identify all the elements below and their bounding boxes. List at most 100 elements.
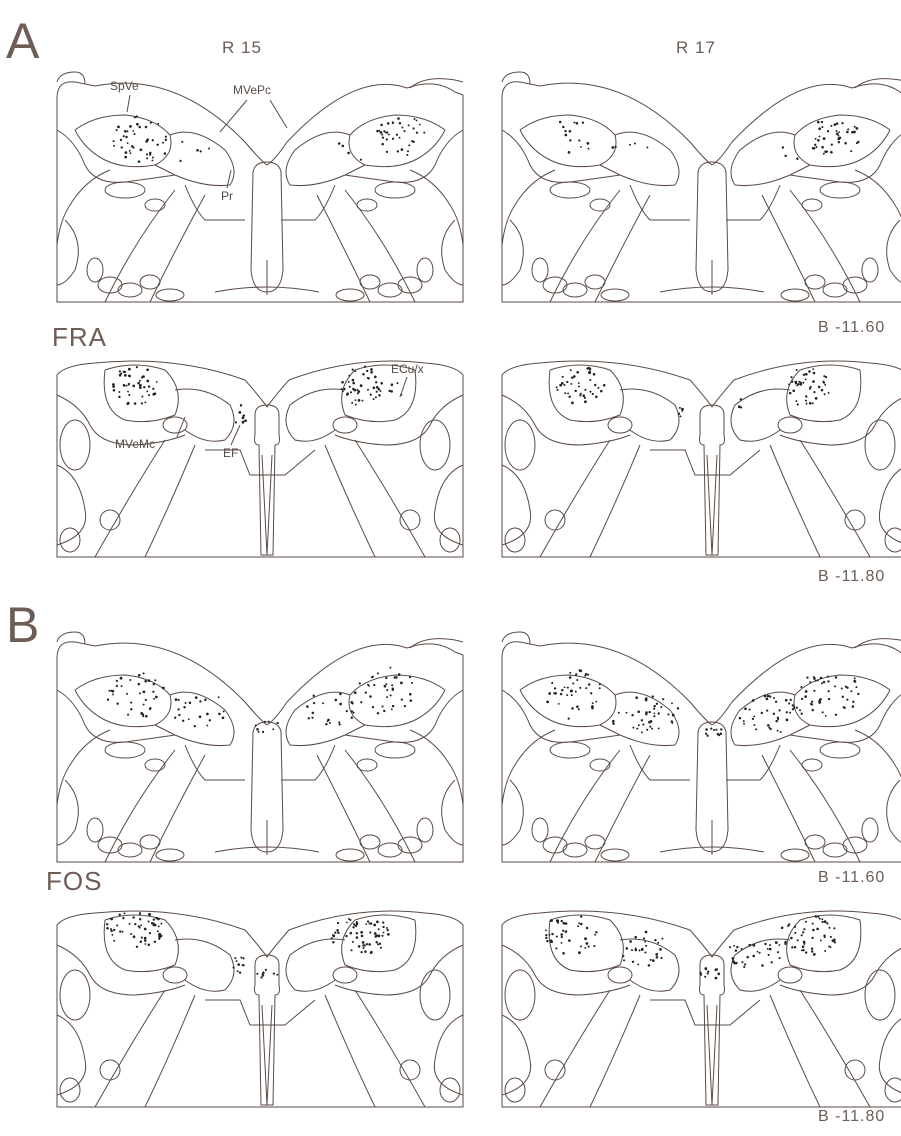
vestibular-nucleus-left [520, 115, 616, 167]
labeled-cell-dot [196, 149, 199, 152]
labeled-cell-dot [375, 396, 377, 398]
labeled-cell-dot [594, 384, 596, 386]
labeled-cell-dot [756, 951, 758, 953]
tract-right-a [800, 990, 870, 1107]
labeled-cell-dot [132, 916, 134, 918]
boundary-right-1 [345, 690, 463, 742]
labeled-cell-dot [677, 707, 679, 709]
labeled-cell-dot [813, 676, 815, 678]
labeled-cell-dot [826, 922, 828, 924]
labeled-cell-dot [656, 703, 658, 705]
labeled-cell-dot [658, 712, 660, 714]
labeled-cell-dot [595, 701, 597, 703]
labeled-cell-dot [580, 146, 582, 148]
labeled-cell-dot [777, 730, 779, 732]
labeled-cell-dot [345, 935, 347, 937]
labeled-cell-dot [560, 933, 563, 936]
labeled-cell-dot [796, 707, 798, 709]
labeled-cell-dot [152, 393, 155, 396]
labeled-cell-dot [273, 972, 275, 974]
labeled-cell-dot [782, 146, 784, 148]
labeled-cell-dot [671, 722, 673, 724]
medial-nucleus-left [600, 132, 679, 185]
labeled-cell-dot [795, 400, 797, 402]
labeled-cell-dot [358, 945, 361, 948]
labeled-cell-dot [372, 676, 374, 678]
section-drawing [55, 630, 465, 865]
labeled-cell-dot [347, 152, 350, 155]
labeled-cell-dot [786, 711, 788, 713]
labeled-cell-dot [128, 375, 130, 377]
labeled-cell-dot [110, 928, 112, 930]
labeled-cell-dot [780, 731, 782, 733]
labeled-cell-dot [127, 714, 129, 716]
labeled-cell-dot [160, 923, 162, 925]
labeled-cell-dot [121, 146, 123, 148]
labeled-cell-dot [808, 370, 811, 373]
labeled-cell-dot [803, 374, 805, 376]
medial-nucleus-right [286, 939, 345, 991]
labeled-cell-dot [559, 384, 562, 387]
labeled-cell-dot [820, 939, 822, 941]
labeled-cell-dot [120, 139, 122, 141]
labeled-cell-dot [773, 697, 775, 699]
labeled-cell-dot [660, 957, 662, 959]
labeled-cell-dot [368, 685, 370, 687]
column-heading-r17: R 17 [676, 38, 716, 58]
labeled-cell-dot [792, 708, 794, 710]
labeled-cell-dot [812, 929, 815, 932]
labeled-cell-dot [354, 370, 356, 372]
labeled-cell-dot [661, 938, 663, 940]
labeled-cell-dot [414, 118, 416, 120]
labeled-cell-dot [847, 128, 849, 130]
midline-inner [262, 455, 272, 555]
labeled-cell-dot [255, 724, 257, 726]
labeled-cell-dot [153, 683, 155, 685]
labeled-cell-dot [356, 936, 359, 939]
labeled-cell-dot [355, 925, 357, 927]
section-a-r15-top: SpVe MVePc Pr [55, 70, 465, 305]
labeled-cell-dot [582, 122, 584, 124]
labeled-cell-dot [369, 695, 372, 698]
labeled-cell-dot [805, 373, 808, 376]
labeled-cell-dot [204, 698, 207, 701]
labeled-cell-dot [383, 710, 385, 712]
section-drawing [500, 895, 901, 1110]
oval-right-1 [375, 182, 415, 198]
labeled-cell-dot [122, 931, 124, 933]
labeled-cell-dot [112, 385, 115, 388]
labeled-cell-dot [644, 941, 646, 943]
labeled-cell-dot [357, 392, 359, 394]
medial-nucleus-right [286, 132, 365, 185]
tract-right-b [762, 195, 815, 302]
section-drawing: ECu/x MVeMc EF [55, 345, 465, 560]
labeled-cell-dot [812, 402, 814, 404]
vestibular-nucleus-left [104, 365, 178, 422]
labeled-cell-dot [130, 708, 132, 710]
labeled-cell-dot [672, 714, 675, 717]
labeled-cell-dot [380, 131, 383, 134]
tract-right-a [355, 990, 425, 1107]
labeled-cell-dot [729, 946, 731, 948]
labeled-cell-dot [590, 692, 592, 694]
labeled-cell-dot [348, 375, 350, 377]
labeled-cell-dot [805, 400, 807, 402]
labeled-cell-dot [265, 969, 267, 971]
labeled-cell-dot [124, 374, 127, 377]
labeled-cell-dot [391, 383, 394, 386]
labeled-cell-dot [152, 691, 154, 693]
labeled-cell-dot [825, 376, 827, 378]
labeled-cell-dot [146, 380, 149, 383]
labeled-cell-dot [311, 717, 313, 719]
labeled-cell-dot [362, 373, 365, 376]
tract-right-b [770, 445, 820, 557]
labeled-cell-dot [146, 390, 148, 392]
section-b-r15-bottom [55, 895, 465, 1110]
labeled-cell-dot [618, 712, 620, 714]
labeled-cell-dot [578, 139, 580, 141]
labeled-cell-dot [586, 927, 589, 930]
labeled-cell-dot [612, 720, 615, 723]
tract-right-b [325, 995, 375, 1107]
labeled-cell-dot [548, 692, 551, 695]
labeled-cell-dot [815, 138, 817, 140]
